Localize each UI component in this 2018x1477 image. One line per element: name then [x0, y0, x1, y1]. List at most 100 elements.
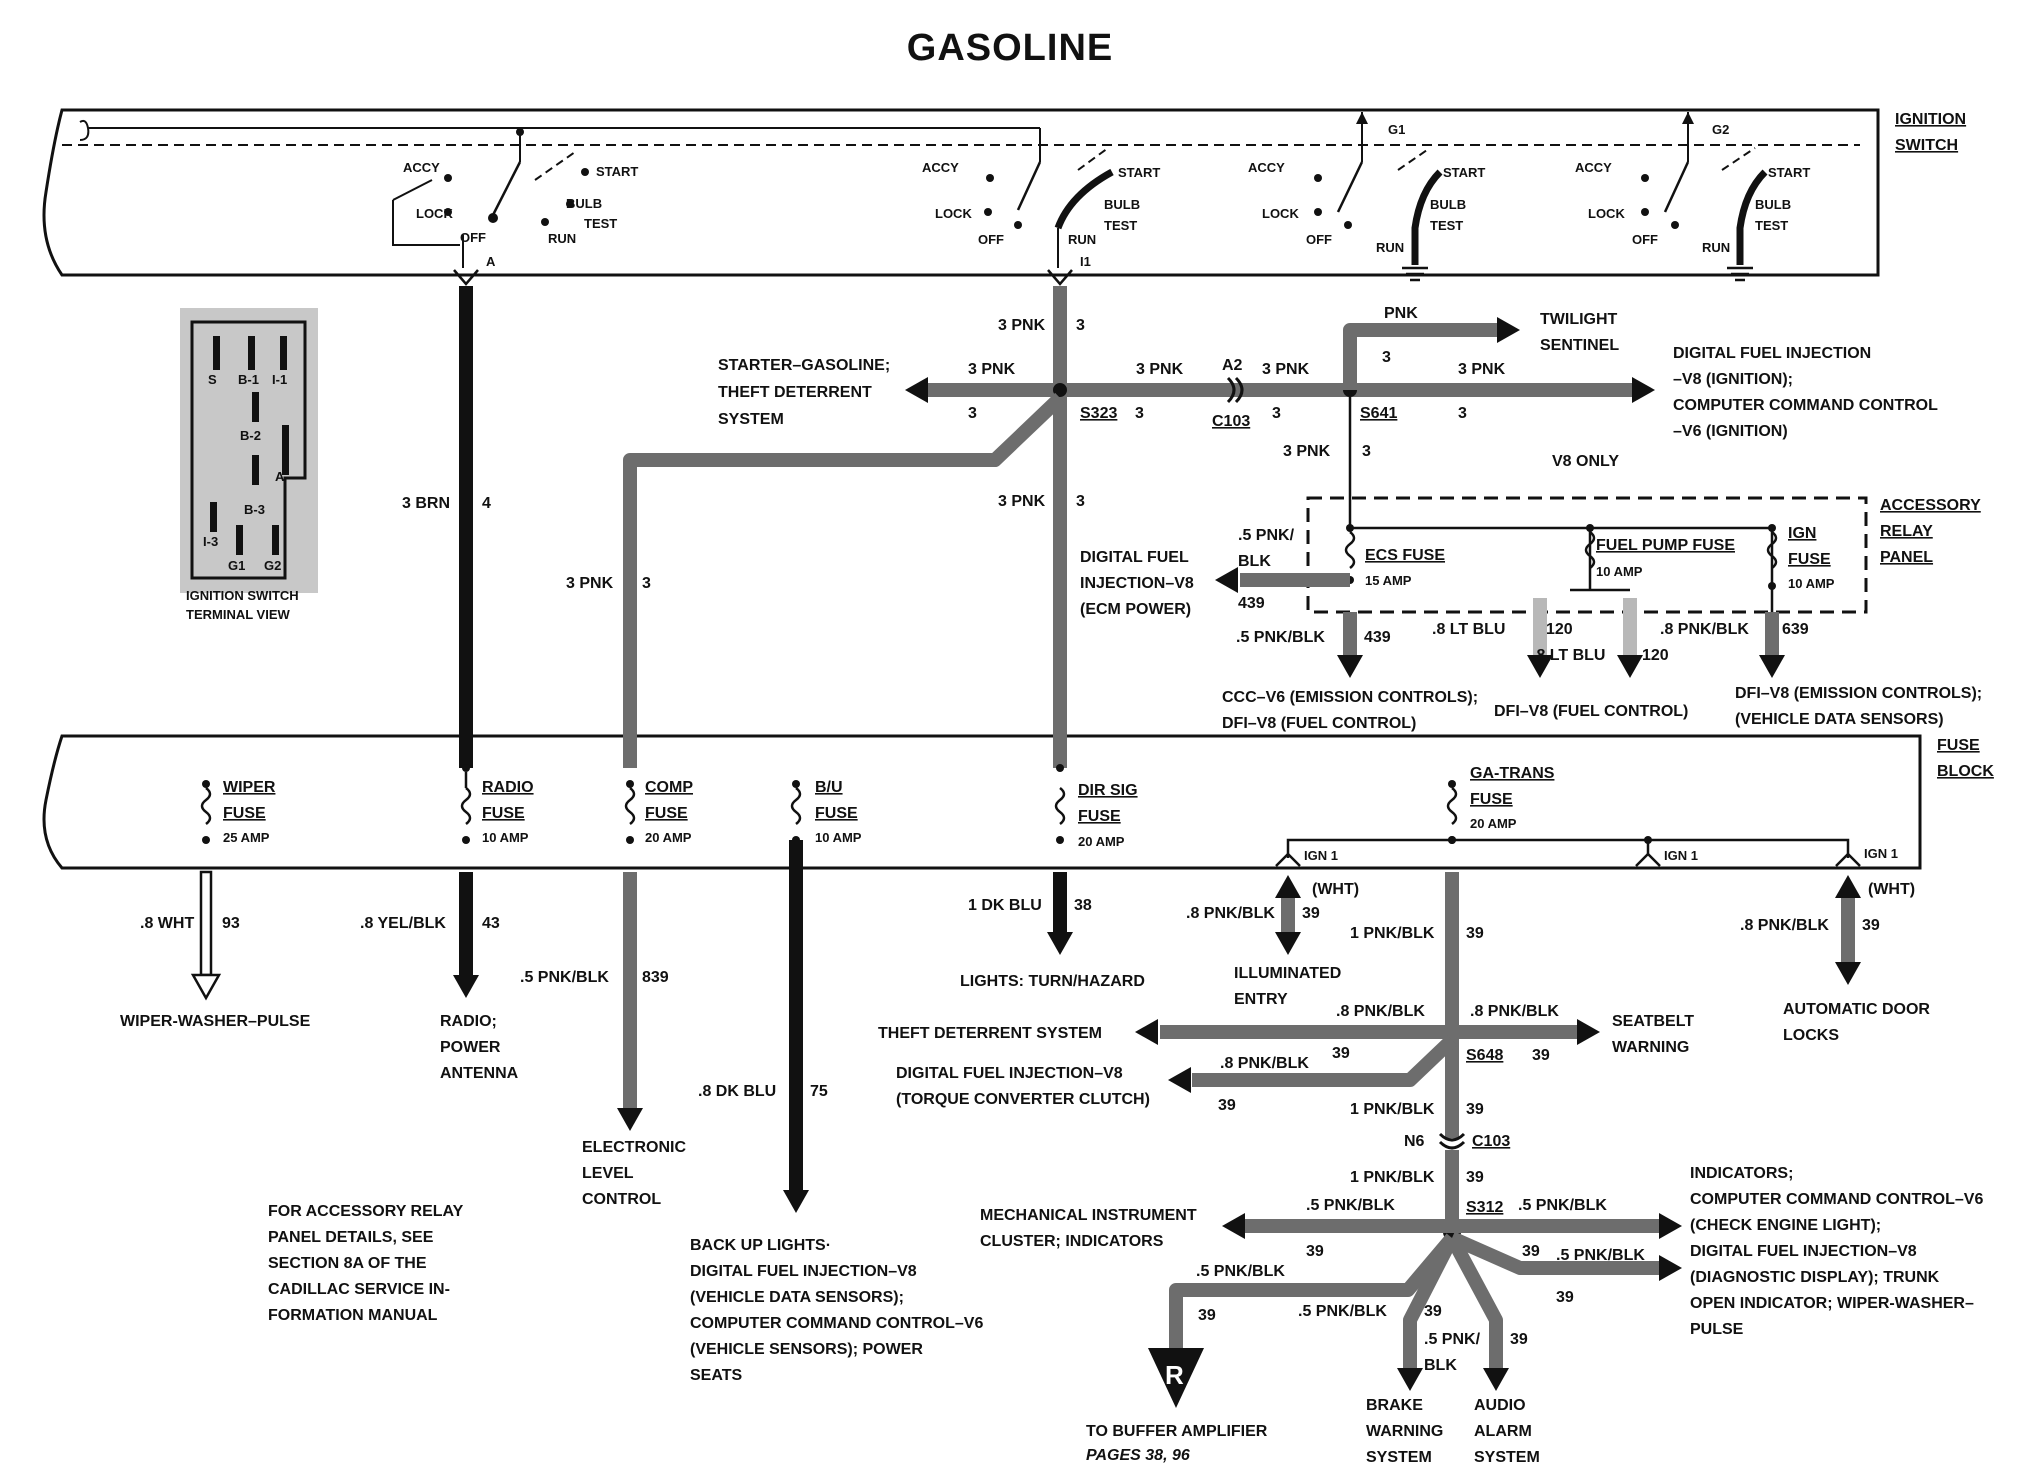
- accessory-relay-panel: [1306, 496, 1868, 614]
- connector-c103-top: C103: [1212, 413, 1250, 430]
- svg-text:A: A: [275, 469, 285, 484]
- ignition-switch-label-2: SWITCH: [1895, 137, 1958, 154]
- svg-text:39: 39: [1522, 1243, 1540, 1260]
- terminal-g1: G1: [1388, 122, 1405, 137]
- svg-text:WIPER: WIPER: [223, 779, 276, 796]
- svg-text:(TORQUE CONVERTER CLUTCH): (TORQUE CONVERTER CLUTCH): [896, 1091, 1150, 1108]
- svg-text:BULB: BULB: [1104, 197, 1140, 212]
- svg-text:LOCK: LOCK: [935, 206, 972, 221]
- svg-text:39: 39: [1198, 1307, 1216, 1324]
- svg-text:ALARM: ALARM: [1474, 1423, 1532, 1440]
- svg-text:FUSE: FUSE: [645, 805, 688, 822]
- svg-text:39: 39: [1218, 1097, 1236, 1114]
- svg-text:B-2: B-2: [240, 428, 261, 443]
- ignition-switch-section-4: [1641, 112, 1768, 282]
- svg-text:LOCK: LOCK: [416, 206, 453, 221]
- wire-3-pnk-comp: [623, 392, 1065, 768]
- svg-text:1 PNK/BLK: 1 PNK/BLK: [1350, 1101, 1435, 1118]
- svg-text:ENTRY: ENTRY: [1234, 991, 1288, 1008]
- connector-n6: N6: [1404, 1133, 1425, 1150]
- svg-text:SYSTEM: SYSTEM: [1366, 1449, 1432, 1466]
- svg-text:BULB: BULB: [1755, 197, 1791, 212]
- svg-text:.8 PNK/BLK: .8 PNK/BLK: [1186, 905, 1275, 922]
- svg-text:.8 LT BLU: .8 LT BLU: [1532, 647, 1605, 664]
- svg-text:ELECTRONIC: ELECTRONIC: [582, 1139, 686, 1156]
- svg-text:3 PNK: 3 PNK: [1136, 361, 1184, 378]
- svg-text:39: 39: [1302, 905, 1320, 922]
- svg-text:20 AMP: 20 AMP: [1078, 834, 1125, 849]
- svg-text:BLK: BLK: [1238, 553, 1271, 570]
- fuse-symbols: [200, 764, 1458, 844]
- svg-text:ACCY: ACCY: [1575, 160, 1612, 175]
- svg-text:FUEL PUMP FUSE: FUEL PUMP FUSE: [1596, 537, 1735, 554]
- ign-fuse: [1766, 524, 1778, 590]
- svg-text:39: 39: [1532, 1047, 1550, 1064]
- wire-pnk-twilight: [1343, 323, 1500, 390]
- svg-text:3: 3: [1458, 405, 1467, 422]
- svg-text:DIGITAL FUEL INJECTION: DIGITAL FUEL INJECTION: [1673, 345, 1871, 362]
- svg-text:43: 43: [482, 915, 500, 932]
- svg-text:3: 3: [1382, 349, 1391, 366]
- svg-text:S: S: [208, 372, 217, 387]
- svg-text:SEATBELT: SEATBELT: [1612, 1013, 1694, 1030]
- svg-text:639: 639: [1782, 621, 1809, 638]
- svg-text:–V8 (IGNITION);: –V8 (IGNITION);: [1673, 371, 1793, 388]
- svg-text:.5 PNK/BLK: .5 PNK/BLK: [520, 969, 609, 986]
- svg-text:39: 39: [1466, 1169, 1484, 1186]
- svg-text:93: 93: [222, 915, 240, 932]
- svg-text:ANTENNA: ANTENNA: [440, 1065, 519, 1082]
- svg-text:38: 38: [1074, 897, 1092, 914]
- svg-text:FUSE: FUSE: [482, 805, 525, 822]
- svg-text:COMPUTER COMMAND CONTROL–V6: COMPUTER COMMAND CONTROL–V6: [690, 1315, 983, 1332]
- svg-text:STARTER–GASOLINE;: STARTER–GASOLINE;: [718, 357, 890, 374]
- svg-text:WIPER-WASHER–PULSE: WIPER-WASHER–PULSE: [120, 1013, 311, 1030]
- svg-text:START: START: [1443, 165, 1485, 180]
- relay-panel-label: ACCESSORY: [1880, 497, 1981, 514]
- svg-text:BLK: BLK: [1424, 1357, 1457, 1374]
- svg-text:.5 PNK/: .5 PNK/: [1424, 1331, 1481, 1348]
- svg-text:3 PNK: 3 PNK: [1262, 361, 1310, 378]
- svg-text:RADIO: RADIO: [482, 779, 534, 796]
- svg-text:(VEHICLE SENSORS); POWER: (VEHICLE SENSORS); POWER: [690, 1341, 923, 1358]
- svg-text:BACK UP LIGHTS·: BACK UP LIGHTS·: [690, 1237, 831, 1254]
- svg-text:.5 PNK/BLK: .5 PNK/BLK: [1236, 629, 1325, 646]
- svg-text:20 AMP: 20 AMP: [645, 830, 692, 845]
- svg-text:10 AMP: 10 AMP: [482, 830, 529, 845]
- splice-s312: S312: [1466, 1199, 1503, 1216]
- svg-text:10 AMP: 10 AMP: [1596, 564, 1643, 579]
- svg-text:SYSTEM: SYSTEM: [1474, 1449, 1540, 1466]
- svg-text:.8 WHT: .8 WHT: [140, 915, 194, 932]
- svg-text:AUTOMATIC DOOR: AUTOMATIC DOOR: [1783, 1001, 1930, 1018]
- svg-text:(WHT): (WHT): [1868, 881, 1915, 898]
- svg-text:.8 PNK/BLK: .8 PNK/BLK: [1740, 917, 1829, 934]
- ign1-bus: [1286, 838, 1850, 858]
- svg-text:.8 YEL/BLK: .8 YEL/BLK: [360, 915, 446, 932]
- fuel-pump-fuse: [1584, 524, 1596, 569]
- svg-text:SEATS: SEATS: [690, 1367, 742, 1384]
- svg-text:LIGHTS: TURN/HAZARD: LIGHTS: TURN/HAZARD: [960, 973, 1145, 990]
- svg-text:BRAKE: BRAKE: [1366, 1397, 1423, 1414]
- svg-text:B-3: B-3: [244, 502, 265, 517]
- svg-text:3: 3: [1076, 317, 1085, 334]
- svg-text:CADILLAC SERVICE IN-: CADILLAC SERVICE IN-: [268, 1281, 450, 1298]
- terminal-view-caption-2: TERMINAL VIEW: [186, 607, 290, 622]
- svg-text:(VEHICLE DATA SENSORS);: (VEHICLE DATA SENSORS);: [690, 1289, 904, 1306]
- svg-text:LEVEL: LEVEL: [582, 1165, 634, 1182]
- svg-text:V8 ONLY: V8 ONLY: [1552, 453, 1619, 470]
- svg-text:I-3: I-3: [203, 534, 218, 549]
- svg-text:FUSE: FUSE: [1470, 791, 1513, 808]
- svg-text:120: 120: [1642, 647, 1669, 664]
- svg-text:FORMATION MANUAL: FORMATION MANUAL: [268, 1307, 438, 1324]
- svg-text:INJECTION–V8: INJECTION–V8: [1080, 575, 1194, 592]
- svg-text:39: 39: [1862, 917, 1880, 934]
- svg-text:RUN: RUN: [548, 231, 576, 246]
- svg-text:1 DK BLU: 1 DK BLU: [968, 897, 1042, 914]
- svg-text:(DIAGNOSTIC DISPLAY); TRUNK: (DIAGNOSTIC DISPLAY); TRUNK: [1690, 1269, 1940, 1286]
- svg-text:RUN: RUN: [1068, 232, 1096, 247]
- splice-s648: S648: [1466, 1047, 1503, 1064]
- svg-text:DIGITAL FUEL INJECTION–V8: DIGITAL FUEL INJECTION–V8: [1690, 1243, 1917, 1260]
- svg-text:ECS FUSE: ECS FUSE: [1365, 547, 1445, 564]
- fuse-block-label-2: BLOCK: [1937, 763, 1994, 780]
- svg-text:LOCK: LOCK: [1262, 206, 1299, 221]
